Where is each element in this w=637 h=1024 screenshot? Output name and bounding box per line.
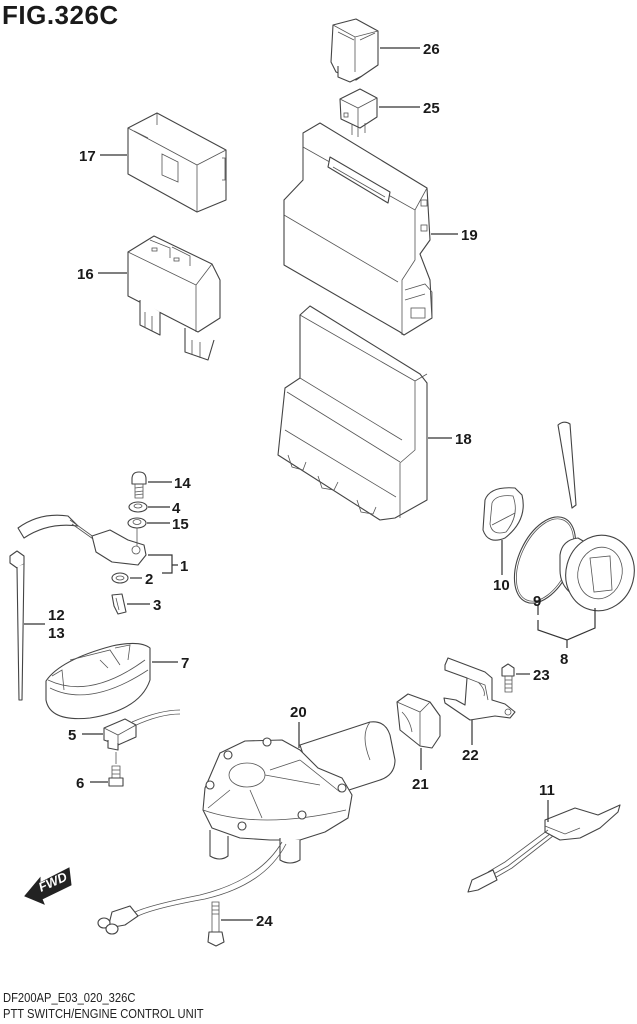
part-19-ecu-bracket[interactable]: 19 [283,122,478,336]
callout-10: 10 [493,577,510,594]
callout-8: 8 [560,651,568,668]
callout-4: 4 [172,500,181,517]
part-5-switch[interactable]: 5 [68,709,181,751]
callout-9: 9 [533,593,541,610]
callout-12: 12 [48,607,65,624]
figure-code: DF200AP_E03_020_326C [3,990,136,1005]
part-18-ecu[interactable]: 18 [277,305,472,521]
callout-21: 21 [412,776,429,793]
callout-11: 11 [539,782,555,799]
part-16-connector-block[interactable]: 16 [77,235,221,361]
callout-18: 18 [455,431,472,448]
callout-5: 5 [68,727,76,744]
callout-1: 1 [180,558,188,575]
part-26-relay[interactable]: 26 [330,18,440,83]
callout-26: 26 [423,41,440,58]
part-12-13-cable-tie[interactable]: 12 13 [9,550,65,701]
callout-25: 25 [423,100,440,117]
part-1-sensor[interactable]: 1 [17,514,188,575]
part-23-bolt[interactable]: 23 [501,663,550,693]
callout-3: 3 [153,597,161,614]
callout-6: 6 [76,775,84,792]
part-24-bolt[interactable]: 24 [207,901,273,947]
part-8-switch-socket[interactable]: 8 [537,421,637,668]
figure-name: PTT SWITCH/ENGINE CONTROL UNIT [3,1006,204,1021]
part-25-relay[interactable]: 25 [339,88,440,137]
part-7-holder[interactable]: 7 [45,642,189,720]
part-22-bracket[interactable]: 22 [443,657,516,764]
callout-13: 13 [48,625,65,642]
callout-20: 20 [290,704,307,721]
part-10-ring[interactable]: 10 [482,487,524,594]
fwd-arrow-icon: FWD [24,867,72,905]
part-11-harness[interactable]: 11 [467,782,621,893]
part-21-sleeve[interactable]: 21 [396,693,441,793]
part-17-cover[interactable]: 17 [79,112,227,213]
part-15-washer[interactable]: 15 [127,516,189,533]
callout-22: 22 [462,747,479,764]
callout-7: 7 [181,655,189,672]
callout-16: 16 [77,266,94,283]
callout-24: 24 [256,913,273,930]
part-2-o-ring[interactable]: 2 [111,571,153,588]
callout-14: 14 [174,475,191,492]
callout-15: 15 [172,516,189,533]
part-6-screw[interactable]: 6 [76,752,124,792]
figure-title: FIG.326C [2,0,119,30]
part-9-o-ring[interactable]: 9 [502,507,588,615]
part-3-clip[interactable]: 3 [111,593,161,615]
part-4-washer[interactable]: 4 [128,500,181,517]
callout-2: 2 [145,571,153,588]
callout-17: 17 [79,148,96,165]
callout-19: 19 [461,227,478,244]
callout-23: 23 [533,667,550,684]
part-20-ptt-motor[interactable]: 20 [97,704,396,935]
part-14-screw[interactable]: 14 [131,471,191,499]
